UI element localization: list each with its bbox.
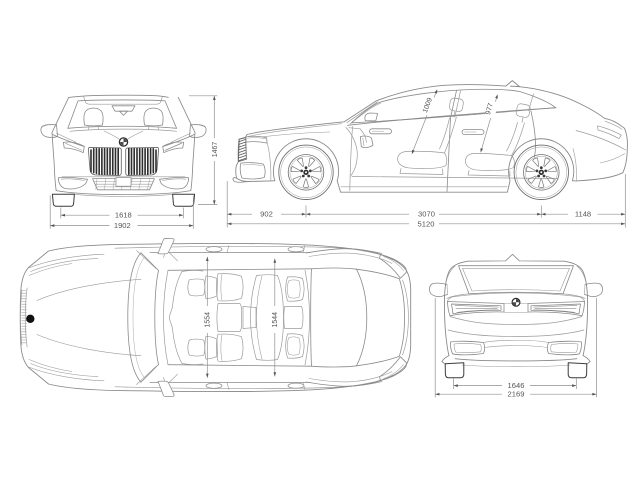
svg-text:1646: 1646 [508,381,525,390]
svg-text:1467: 1467 [212,142,219,158]
svg-text:1902: 1902 [114,221,131,230]
svg-text:902: 902 [260,210,273,219]
svg-text:1554: 1554 [205,312,212,328]
svg-text:977: 977 [485,102,495,115]
svg-text:3070: 3070 [418,210,435,219]
svg-text:5120: 5120 [418,219,435,228]
svg-text:1148: 1148 [575,210,591,219]
svg-text:1544: 1544 [272,312,279,328]
svg-text:2169: 2169 [508,390,525,399]
svg-text:1618: 1618 [115,211,132,220]
